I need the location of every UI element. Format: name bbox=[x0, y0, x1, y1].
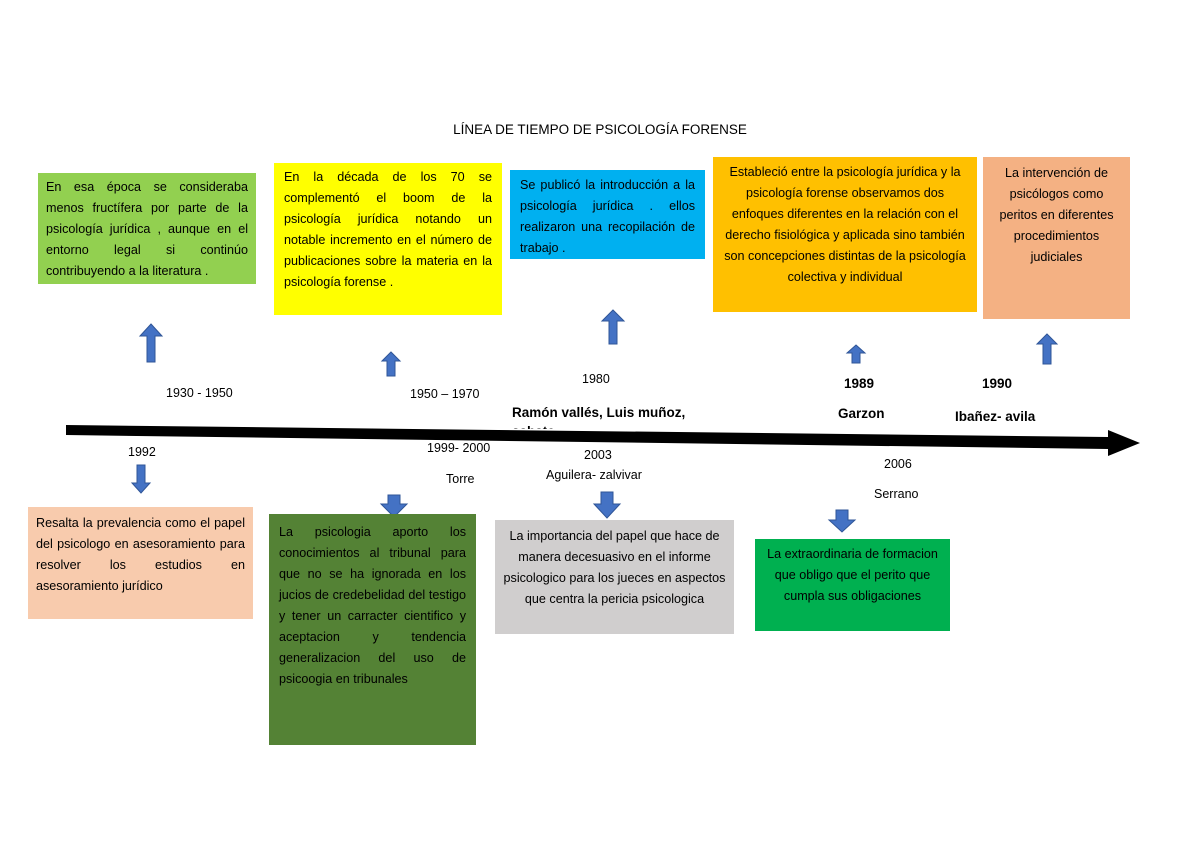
event-box-2006: La extraordinaria de formacion que oblig… bbox=[755, 539, 950, 631]
period-label-1999: 1999- 2000 bbox=[427, 441, 491, 455]
up-arrow-icon bbox=[138, 323, 164, 363]
event-text-2003: La importancia del papel que hace de man… bbox=[503, 529, 726, 606]
people-label-2006: Serrano bbox=[874, 487, 919, 501]
period-label-2003: 2003 bbox=[584, 448, 612, 462]
timeline-title: LÍNEA DE TIEMPO DE PSICOLOGÍA FORENSE bbox=[453, 122, 747, 137]
people-label-1989: Garzon bbox=[838, 406, 885, 421]
period-label-1950: 1950 – 1970 bbox=[410, 387, 480, 401]
event-box-2003: La importancia del papel que hace de man… bbox=[495, 520, 734, 634]
people-label-2003: Aguilera- zalvivar bbox=[546, 468, 642, 482]
event-text-1992: Resalta la prevalencia como el papel del… bbox=[36, 516, 245, 593]
event-box-1930: En esa época se consideraba menos fructí… bbox=[38, 173, 256, 284]
people-label-1980: Ramón vallés, Luis muñoz, sabate bbox=[512, 405, 686, 429]
event-text-1989: Estableció entre la psicología jurídica … bbox=[724, 165, 966, 284]
event-box-1989: Estableció entre la psicología jurídica … bbox=[713, 157, 977, 312]
event-text-1950: En la década de los 70 se complementó el… bbox=[284, 170, 492, 289]
event-box-1999: La psicologia aporto los conocimientos a… bbox=[269, 514, 476, 745]
period-label-1992: 1992 bbox=[128, 445, 156, 459]
period-label-1990: 1990 bbox=[982, 376, 1013, 391]
event-text-1990: La intervención de psicólogos como perit… bbox=[999, 166, 1114, 264]
period-label-1989: 1989 bbox=[844, 376, 875, 391]
event-box-1980: Se publicó la introducción a la psicolog… bbox=[510, 170, 705, 259]
event-text-1930: En esa época se consideraba menos fructí… bbox=[46, 180, 248, 278]
event-box-1992: Resalta la prevalencia como el papel del… bbox=[28, 507, 253, 619]
period-label-2006: 2006 bbox=[884, 457, 912, 471]
people-label-1990: Ibañez- avila bbox=[955, 409, 1036, 424]
event-text-2006: La extraordinaria de formacion que oblig… bbox=[767, 547, 938, 603]
people-label-1999: Torre bbox=[446, 472, 475, 486]
down-arrow-icon bbox=[379, 494, 409, 518]
down-arrow-icon bbox=[130, 464, 152, 494]
up-arrow-icon bbox=[380, 351, 402, 377]
up-arrow-icon bbox=[1035, 333, 1059, 365]
up-arrow-icon bbox=[600, 309, 626, 345]
event-text-1980: Se publicó la introducción a la psicolog… bbox=[520, 178, 695, 255]
period-label-1980: 1980 bbox=[582, 372, 610, 386]
period-label-1930: 1930 - 1950 bbox=[166, 386, 233, 400]
down-arrow-icon bbox=[827, 509, 857, 533]
event-box-1990: La intervención de psicólogos como perit… bbox=[983, 157, 1130, 319]
event-text-1999: La psicologia aporto los conocimientos a… bbox=[279, 525, 466, 686]
event-box-1950: En la década de los 70 se complementó el… bbox=[274, 163, 502, 315]
up-arrow-icon bbox=[845, 344, 867, 364]
down-arrow-icon bbox=[592, 491, 622, 519]
